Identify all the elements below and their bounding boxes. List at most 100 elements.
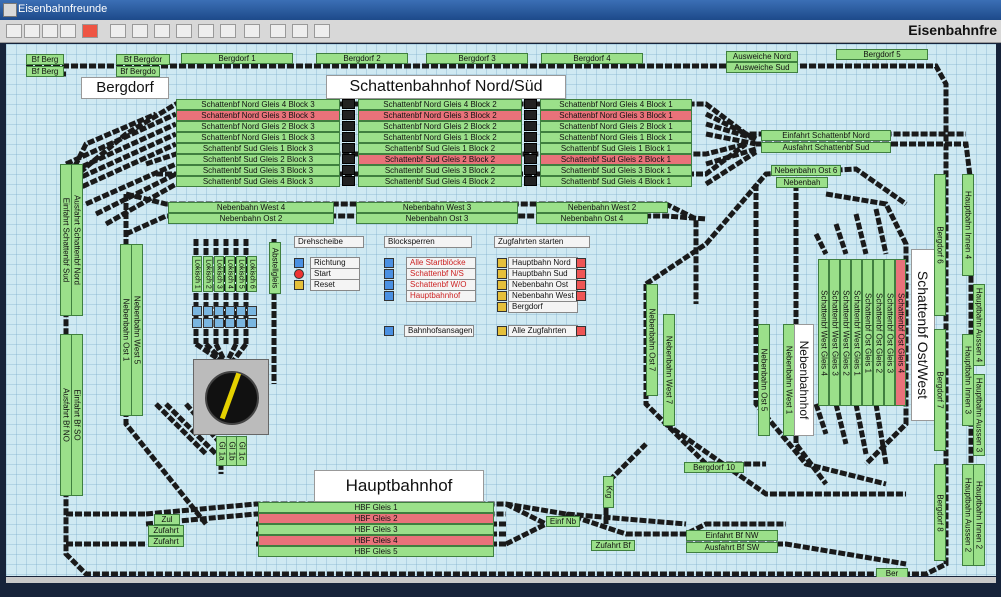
- schatten-track-block-1[interactable]: Schattenbf Nord Gleis 4 Block 1: [540, 99, 692, 110]
- track-einfahrt-bf-so[interactable]: Einfahrt Bf SO: [71, 334, 83, 496]
- train-stop-icon[interactable]: [576, 269, 586, 279]
- track-nebenbahn-ost-4[interactable]: Nebenbahn Ost 4: [536, 213, 648, 224]
- track-nebenbah[interactable]: Nebenbah: [776, 177, 828, 188]
- track-einfahrt-schatten-nord[interactable]: Einfahrt Schattenbf Nord: [761, 130, 891, 141]
- bahnhofsansagen-button[interactable]: Bahnhofsansagen: [404, 325, 474, 337]
- track-bf-bergdor[interactable]: Bf Bergdor: [116, 54, 170, 65]
- hbf-track[interactable]: HBF Gleis 5: [258, 546, 494, 557]
- schatten-track-block-3[interactable]: Schattenbf Sud Gleis 4 Block 3: [176, 176, 340, 187]
- train-start-icon[interactable]: [497, 302, 507, 312]
- signal-icon[interactable]: [524, 121, 537, 131]
- track-bf-berg-2[interactable]: Bf Berg: [26, 66, 64, 77]
- track-nebenbahn-ost-7[interactable]: Nebenbahn Ost 7: [646, 284, 658, 396]
- lok-button-icon[interactable]: [214, 318, 224, 328]
- signal-icon[interactable]: [524, 99, 537, 109]
- schatten-track-block-3[interactable]: Schattenbf Nord Gleis 1 Block 3: [176, 132, 340, 143]
- lokschuppen-track[interactable]: Lokisch 4: [225, 256, 235, 292]
- train-start-icon[interactable]: [497, 291, 507, 301]
- lok-button-icon[interactable]: [225, 306, 235, 316]
- train-stop-icon[interactable]: [576, 258, 586, 268]
- track-ausfahrt-bf-sw[interactable]: Ausfahrt Bf SW: [686, 542, 778, 553]
- track-nebenbahn-west-5[interactable]: Nebenbahn West 5: [131, 244, 143, 416]
- horizontal-scrollbar[interactable]: [6, 577, 996, 583]
- track-ausweiche-nord[interactable]: Ausweiche Nord: [726, 51, 798, 62]
- stop-icon[interactable]: [294, 269, 304, 279]
- schatten-track-block-1[interactable]: Schattenbf Sud Gleis 4 Block 1: [540, 176, 692, 187]
- schatten-track-block-1[interactable]: Schattenbf Sud Gleis 3 Block 1: [540, 165, 692, 176]
- signal-icon[interactable]: [524, 176, 537, 186]
- schatten-track-block-2[interactable]: Schattenbf Sud Gleis 2 Block 2: [358, 154, 522, 165]
- track-bf-bergdo[interactable]: Bf Bergdo: [116, 66, 160, 77]
- lokschuppen-track[interactable]: Lokisch 2: [203, 256, 213, 292]
- circle-tool-icon[interactable]: [244, 24, 260, 38]
- track-ausweiche-sud[interactable]: Ausweiche Sud: [726, 62, 798, 73]
- schatten-track-block-2[interactable]: Schattenbf Sud Gleis 3 Block 2: [358, 165, 522, 176]
- schatten-track-block-3[interactable]: Schattenbf Nord Gleis 2 Block 3: [176, 121, 340, 132]
- lok-button-icon[interactable]: [225, 318, 235, 328]
- select-tool-icon[interactable]: [6, 24, 22, 38]
- lok-button-icon[interactable]: [203, 318, 213, 328]
- track-hauptbahn-innen-2[interactable]: Hauptbahn Innen 2: [973, 464, 985, 566]
- track-nebenbahn-ost-2[interactable]: Nebenbahn Ost 2: [168, 213, 334, 224]
- lok-button-icon[interactable]: [192, 306, 202, 316]
- hbf-track[interactable]: HBF Gleis 1: [258, 502, 494, 513]
- track-nebenbahn-west-4[interactable]: Nebenbahn West 4: [168, 202, 334, 213]
- block-tool-icon[interactable]: [176, 24, 192, 38]
- train-stop-icon[interactable]: [576, 280, 586, 290]
- lok-button-icon[interactable]: [236, 318, 246, 328]
- track-zufahrt-1[interactable]: Zufahrt: [148, 525, 184, 536]
- hbf-track[interactable]: HBF Gleis 4: [258, 535, 494, 546]
- track-krg[interactable]: Krg: [603, 476, 614, 508]
- ansage-icon[interactable]: [384, 326, 394, 336]
- track-nebenbahn-west-2[interactable]: Nebenbahn West 2: [536, 202, 668, 213]
- signal-icon[interactable]: [342, 176, 355, 186]
- reset-icon[interactable]: [294, 280, 304, 290]
- track-bergdorf-8[interactable]: Bergdorf 8: [934, 464, 946, 561]
- schatten-ost-west-track[interactable]: Schattenbf West Gleis 3: [829, 259, 840, 406]
- track-bergdorf-4[interactable]: Bergdorf 4: [541, 53, 643, 64]
- track-zufahrt-bf[interactable]: Zufahrt Bf: [591, 540, 635, 551]
- schatten-track-block-2[interactable]: Schattenbf Sud Gleis 1 Block 2: [358, 143, 522, 154]
- schatten-ost-west-track[interactable]: Schattenbf West Gleis 2: [840, 259, 851, 406]
- lok-button-icon[interactable]: [214, 306, 224, 316]
- turnout-tool-icon[interactable]: [154, 24, 170, 38]
- schatten-track-block-3[interactable]: Schattenbf Nord Gleis 4 Block 3: [176, 99, 340, 110]
- signal-icon[interactable]: [524, 154, 537, 164]
- track-bergdorf-5[interactable]: Bergdorf 5: [836, 49, 928, 60]
- track-zufahrt-2[interactable]: Zufahrt: [148, 536, 184, 547]
- lokschuppen-track[interactable]: Lokisch 6: [247, 256, 257, 292]
- track-nebenbahn-ost-3[interactable]: Nebenbahn Ost 3: [356, 213, 518, 224]
- train-start-icon[interactable]: [497, 258, 507, 268]
- zugfahrt-button[interactable]: Bergdorf: [508, 301, 578, 313]
- run-tool-icon[interactable]: [314, 24, 330, 38]
- track-ausfahrt-schattenbf-nord[interactable]: Ausfahrt Schattenbf Nord: [71, 164, 83, 316]
- track-hauptbahn-innen-4[interactable]: Hauptbahn Innen 4: [962, 174, 974, 276]
- schatten-track-block-3[interactable]: Schattenbf Sud Gleis 3 Block 3: [176, 165, 340, 176]
- signal-icon[interactable]: [342, 121, 355, 131]
- schatten-track-block-2[interactable]: Schattenbf Nord Gleis 3 Block 2: [358, 110, 522, 121]
- train-start-icon[interactable]: [497, 269, 507, 279]
- lok-button-icon[interactable]: [247, 306, 257, 316]
- schatten-ost-west-track[interactable]: Schattenbf West Gleis 4: [818, 259, 829, 406]
- track-nebenbahn-ost-6[interactable]: Nebenbahn Ost 6: [771, 165, 841, 176]
- schatten-track-block-3[interactable]: Schattenbf Nord Gleis 3 Block 3: [176, 110, 340, 121]
- block-hauptbahnhof[interactable]: Hauptbahnhof: [406, 290, 476, 302]
- color-tool-icon[interactable]: [82, 24, 98, 38]
- alle-zugfahrten-button[interactable]: Alle Zugfahrten: [508, 325, 578, 337]
- lokschuppen-track[interactable]: Lokisch 1: [192, 256, 202, 292]
- track-einf-nb[interactable]: Einf Nb: [546, 516, 580, 527]
- hbf-track[interactable]: HBF Gleis 3: [258, 524, 494, 535]
- track-nebenbahn-ost-5[interactable]: Nebenbahn Ost 5: [758, 324, 770, 436]
- block-icon-4[interactable]: [384, 291, 394, 301]
- schatten-track-block-1[interactable]: Schattenbf Sud Gleis 2 Block 1: [540, 154, 692, 165]
- signal-icon[interactable]: [342, 99, 355, 109]
- track-nebenbahn-west-7[interactable]: Nebenbahn West 7: [663, 314, 675, 426]
- schatten-ost-west-track[interactable]: Schattenbf Ost Gleis 3: [884, 259, 895, 406]
- schatten-track-block-1[interactable]: Schattenbf Nord Gleis 2 Block 1: [540, 121, 692, 132]
- schatten-track-block-1[interactable]: Schattenbf Nord Gleis 1 Block 1: [540, 132, 692, 143]
- block-icon-1[interactable]: [384, 258, 394, 268]
- drehscheibe-reset-button[interactable]: Reset: [310, 279, 360, 291]
- track-bergdorf-7[interactable]: Bergdorf 7: [934, 329, 946, 451]
- signal-icon[interactable]: [342, 154, 355, 164]
- track-bergdorf-2[interactable]: Bergdorf 2: [316, 53, 408, 64]
